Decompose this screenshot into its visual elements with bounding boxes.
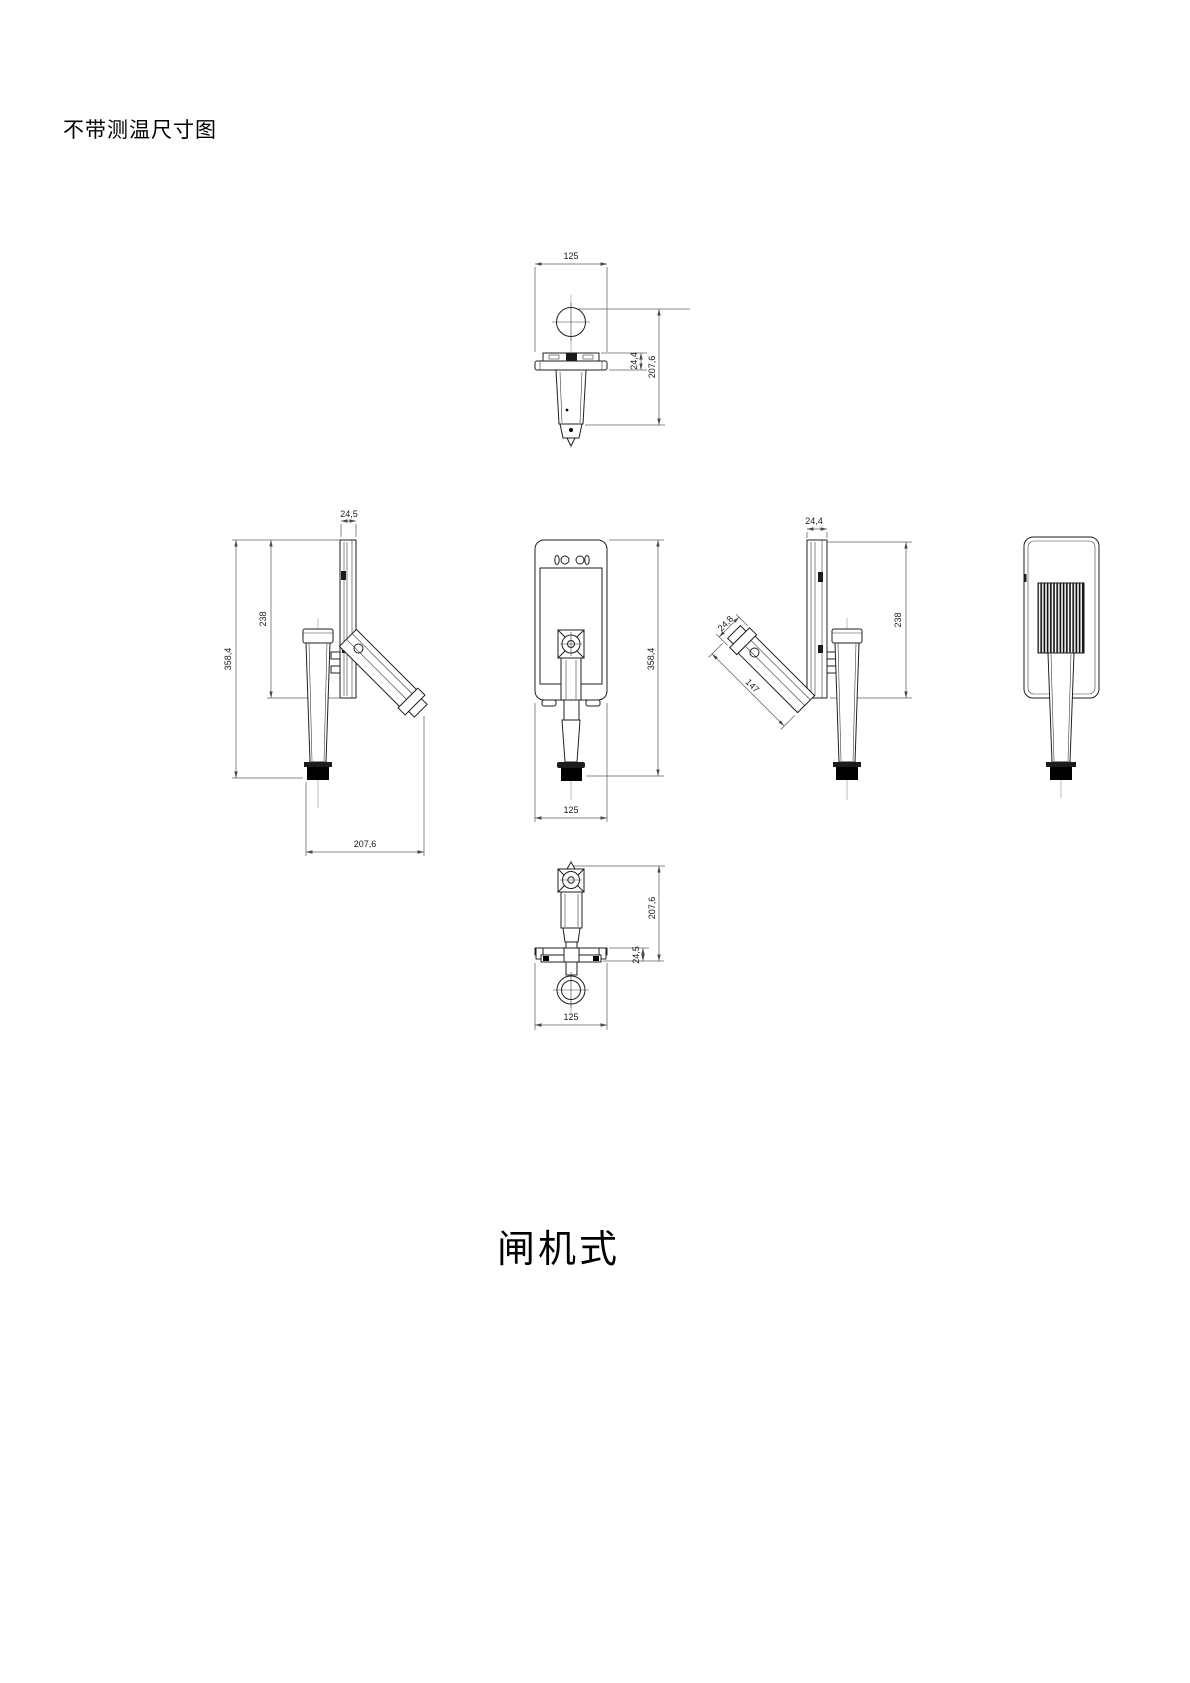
dim-label-plate: 24,5 bbox=[631, 946, 641, 964]
dim-label-depth: 207,6 bbox=[647, 897, 657, 920]
pole bbox=[831, 628, 863, 780]
link-tab bbox=[826, 665, 837, 674]
mounting-arm: 24,8 147 bbox=[708, 614, 816, 730]
dim-label-depth: 207,6 bbox=[354, 839, 377, 849]
dim-panel-thickness: 24,5 bbox=[340, 509, 358, 537]
pole bbox=[302, 628, 334, 780]
page-title: 不带测温尺寸图 bbox=[63, 118, 217, 142]
dim-plate-thickness: 24,5 bbox=[603, 946, 664, 964]
dim-label-width: 125 bbox=[563, 805, 578, 815]
dim-label-width: 125 bbox=[563, 251, 578, 261]
ball-joint bbox=[552, 303, 590, 341]
heatsink-grille bbox=[1037, 582, 1085, 654]
side-view-right-drawing: 24,4 238 bbox=[708, 516, 912, 800]
link-tab bbox=[330, 665, 341, 674]
dim-width: 125 bbox=[534, 963, 608, 1030]
dim-depth: 207,6 bbox=[647, 866, 661, 961]
screen-panel bbox=[339, 539, 357, 699]
dim-plate-thickness: 24,4 bbox=[601, 352, 647, 371]
dim-total-height: 358,4 bbox=[586, 539, 664, 777]
side-button bbox=[1024, 574, 1027, 582]
dim-label-plate: 24,4 bbox=[629, 352, 639, 370]
screen-panel bbox=[806, 539, 828, 699]
link-tab bbox=[330, 651, 341, 660]
dim-label-screen-height: 238 bbox=[258, 611, 268, 626]
dim-depth: 207,6 bbox=[305, 716, 425, 856]
dim-label-total-height: 358,4 bbox=[646, 648, 656, 671]
device-body bbox=[534, 539, 608, 707]
speaker-slot-icon bbox=[554, 555, 560, 565]
back-view-drawing bbox=[1023, 536, 1100, 798]
section-caption: 闸机式 bbox=[497, 1229, 621, 1271]
dim-label-panel: 24,4 bbox=[805, 516, 823, 526]
dim-label-arm-length: 147 bbox=[744, 677, 762, 695]
side-view-left-drawing: 24,5 358,4 238 bbox=[223, 509, 428, 856]
mounting-plate bbox=[534, 352, 608, 371]
front-view-drawing: 358,4 125 bbox=[534, 539, 664, 822]
pole bbox=[1046, 652, 1076, 780]
camera-lens-icon bbox=[575, 555, 585, 565]
camera-lens-icon bbox=[560, 555, 570, 565]
foot-tab bbox=[541, 699, 557, 707]
dim-label-depth: 207,6 bbox=[647, 356, 657, 379]
bracket-mount bbox=[557, 861, 585, 893]
pole bbox=[560, 891, 583, 949]
dim-panel-thickness: 24,4 bbox=[805, 516, 828, 538]
foot-tab bbox=[585, 699, 601, 707]
dim-label-width: 125 bbox=[563, 1012, 578, 1022]
bracket-mount bbox=[557, 629, 585, 659]
link-tab bbox=[826, 651, 837, 660]
dim-label-panel: 24,5 bbox=[340, 509, 358, 519]
dim-label-total-height: 358,4 bbox=[223, 648, 233, 671]
dim-total-height: 358,4 bbox=[223, 539, 340, 779]
speaker-slot-icon bbox=[584, 555, 590, 565]
ball-joint bbox=[553, 972, 589, 1008]
dim-label-screen-height: 238 bbox=[893, 612, 903, 627]
pole bbox=[557, 657, 585, 781]
dim-width: 125 bbox=[534, 251, 608, 352]
dim-depth: 207,6 bbox=[585, 309, 665, 426]
dim-label-arm-width: 24,8 bbox=[716, 614, 735, 633]
dim-width: 125 bbox=[534, 703, 608, 822]
top-view-drawing: 125 bbox=[534, 251, 690, 448]
bottom-view-drawing: 24,5 207,6 125 bbox=[534, 860, 665, 1030]
mounting-plate bbox=[534, 947, 608, 976]
pole bbox=[555, 369, 587, 447]
mounting-arm bbox=[338, 628, 428, 718]
